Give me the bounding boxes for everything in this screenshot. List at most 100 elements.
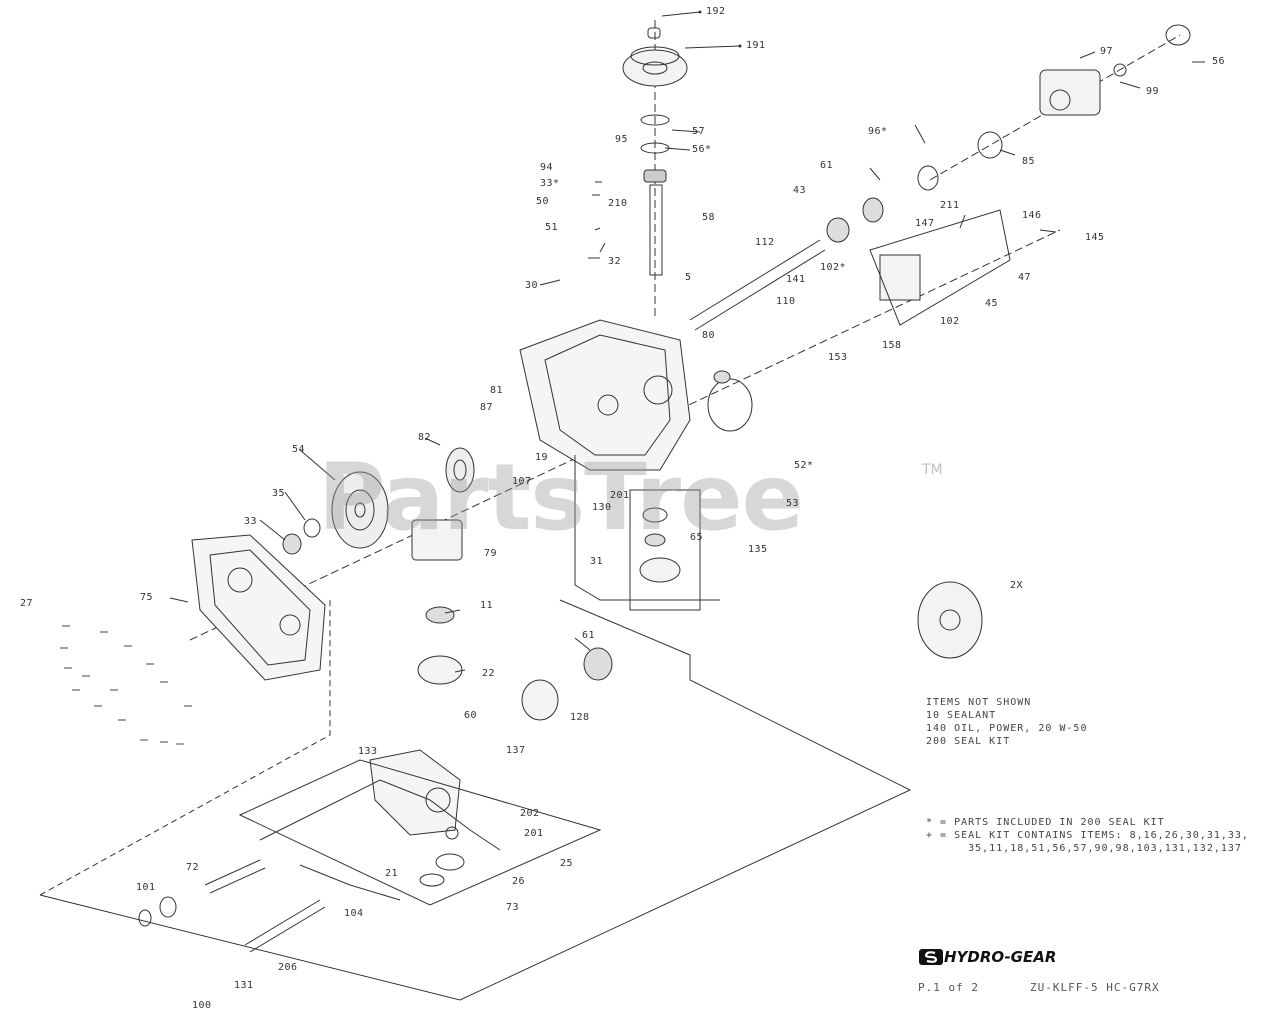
callout-label: 201 bbox=[524, 828, 544, 839]
tapered-hub-part bbox=[917, 581, 983, 659]
bearing-part bbox=[826, 217, 850, 243]
callout-label: 33* bbox=[540, 178, 560, 189]
seal-part bbox=[425, 606, 455, 624]
callout-label: 110 bbox=[776, 296, 796, 307]
callout-label: 153 bbox=[828, 352, 848, 363]
kit-boundary bbox=[869, 209, 1011, 326]
input-shaft-part bbox=[649, 184, 663, 276]
kit-boundary bbox=[39, 599, 912, 1001]
callout-label: 130 bbox=[592, 502, 612, 513]
bearing-part bbox=[977, 131, 1003, 159]
callout-label: 53 bbox=[786, 498, 800, 509]
callout-label: 87 bbox=[480, 402, 494, 413]
callout-label: 102* bbox=[820, 262, 847, 273]
callout-label: 104 bbox=[344, 908, 364, 919]
hydro-gear-logo: HYDRO-GEAR bbox=[918, 946, 1056, 968]
seal-kit-legend: * = PARTS INCLUDED IN 200 SEAL KIT + = S… bbox=[926, 817, 1249, 854]
callout-label: 72 bbox=[186, 862, 200, 873]
brake-part bbox=[411, 519, 463, 561]
hydro-gear-logo-text: HYDRO-GEAR bbox=[944, 948, 1057, 966]
callout-label: 75 bbox=[140, 592, 154, 603]
callout-label: 43 bbox=[793, 185, 807, 196]
shaft-part bbox=[689, 239, 826, 331]
callout-label: 25 bbox=[560, 858, 574, 869]
callout-label: 11 bbox=[480, 600, 494, 611]
watermark-text: PartsTree bbox=[318, 444, 804, 551]
callout-label: 192 bbox=[706, 6, 726, 17]
washer-part bbox=[644, 533, 666, 547]
main-housing-part bbox=[519, 319, 691, 471]
pulley-part bbox=[707, 378, 753, 432]
callout-label: 2X bbox=[1010, 580, 1024, 591]
callout-label: 201 bbox=[610, 490, 630, 501]
small-gear-part bbox=[445, 447, 475, 493]
callout-label: 135 bbox=[748, 544, 768, 555]
callout-label: 94 bbox=[540, 162, 554, 173]
callout-label: 112 bbox=[755, 237, 775, 248]
callout-label: 60 bbox=[464, 710, 478, 721]
callout-label: 137 bbox=[506, 745, 526, 756]
callout-label: 107 bbox=[512, 476, 532, 487]
callout-label: 133 bbox=[358, 746, 378, 757]
callout-label: 51 bbox=[545, 222, 559, 233]
callout-label: 21 bbox=[385, 868, 399, 879]
kit-boundary bbox=[574, 455, 720, 601]
callout-label: 95 bbox=[615, 134, 629, 145]
large-gear-part bbox=[331, 471, 389, 549]
callout-label: 5 bbox=[685, 272, 692, 283]
shaft-part bbox=[204, 859, 266, 894]
bearing-part bbox=[643, 169, 667, 183]
callout-label: 146 bbox=[1022, 210, 1042, 221]
callout-label: 52* bbox=[794, 460, 814, 471]
callout-label: 56 bbox=[1212, 56, 1226, 67]
callout-label: 57 bbox=[692, 126, 706, 137]
callout-label: 81 bbox=[490, 385, 504, 396]
pulley-part bbox=[622, 27, 688, 87]
callout-label: 27 bbox=[20, 598, 34, 609]
kit-boundary bbox=[259, 779, 501, 851]
kit-boundary bbox=[299, 864, 401, 901]
bolts-part bbox=[60, 625, 192, 745]
footer-model: ZU-KLFF-5 HC-G7RX bbox=[1030, 981, 1160, 994]
callout-label: 211 bbox=[940, 200, 960, 211]
callout-label: 50 bbox=[536, 196, 550, 207]
callout-label: 97 bbox=[1100, 46, 1114, 57]
callout-label: 61 bbox=[820, 160, 834, 171]
callout-label: 35 bbox=[272, 488, 286, 499]
bearing-part bbox=[583, 647, 613, 681]
cylinder-block-part bbox=[521, 679, 559, 721]
washer-part bbox=[303, 518, 321, 538]
center-section-part bbox=[369, 749, 461, 836]
callout-label: 128 bbox=[570, 712, 590, 723]
callout-label: 33 bbox=[244, 516, 258, 527]
callout-label: 54 bbox=[292, 444, 306, 455]
callout-label: 47 bbox=[1018, 272, 1032, 283]
shaft-part bbox=[244, 899, 326, 953]
washer-part bbox=[917, 165, 939, 191]
cylinder-block-part bbox=[417, 655, 463, 685]
callout-label: 30 bbox=[525, 280, 539, 291]
kit-boundary bbox=[629, 489, 701, 611]
callout-label: 31 bbox=[590, 556, 604, 567]
callout-label: 145 bbox=[1085, 232, 1105, 243]
bracket-part bbox=[879, 254, 921, 301]
callout-label: 147 bbox=[915, 218, 935, 229]
footer-page: P.1 of 2 bbox=[918, 981, 979, 994]
callout-label: 206 bbox=[278, 962, 298, 973]
callout-label: 99 bbox=[1146, 86, 1160, 97]
callout-label: 58 bbox=[702, 212, 716, 223]
callout-label: 61 bbox=[582, 630, 596, 641]
washer-part bbox=[642, 507, 668, 523]
callout-label: 102 bbox=[940, 316, 960, 327]
callout-label: 101 bbox=[136, 882, 156, 893]
callout-label: 19 bbox=[535, 452, 549, 463]
side-cover-part bbox=[191, 534, 326, 681]
callout-label: 73 bbox=[506, 902, 520, 913]
callout-label: 32 bbox=[608, 256, 622, 267]
items-not-shown-note: ITEMS NOT SHOWN 10 SEALANT 140 OIL, POWE… bbox=[926, 697, 1088, 747]
callout-label: 191 bbox=[746, 40, 766, 51]
callout-label: 96* bbox=[868, 126, 888, 137]
callout-label: 158 bbox=[882, 340, 902, 351]
callout-label: 45 bbox=[985, 298, 999, 309]
